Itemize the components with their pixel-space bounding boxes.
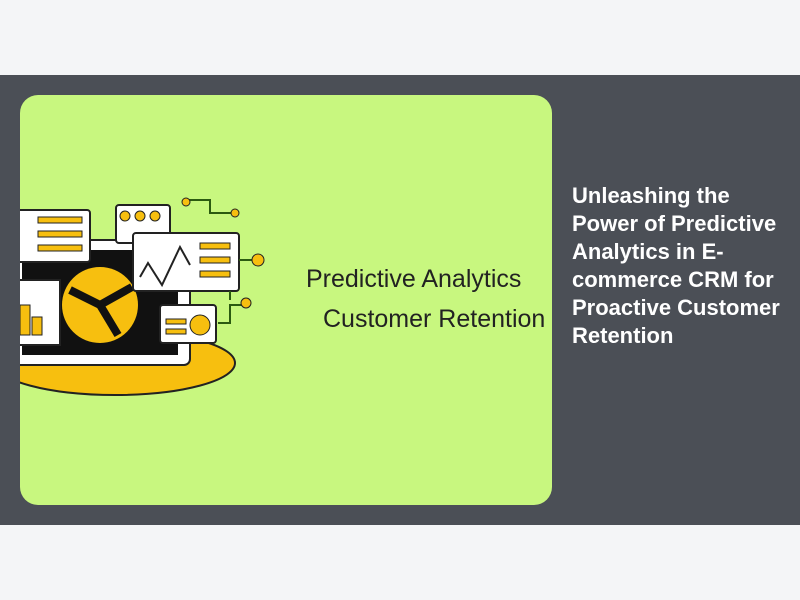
analytics-dashboard-illustration [20, 197, 265, 396]
article-title[interactable]: Unleashing the Power of Predictive Analy… [572, 183, 780, 348]
image-caption-line1: Predictive Analytics [306, 265, 522, 293]
featured-image[interactable]: Predictive Analytics Customer Retention [20, 95, 552, 505]
image-caption-line2: Customer Retention [323, 305, 546, 333]
